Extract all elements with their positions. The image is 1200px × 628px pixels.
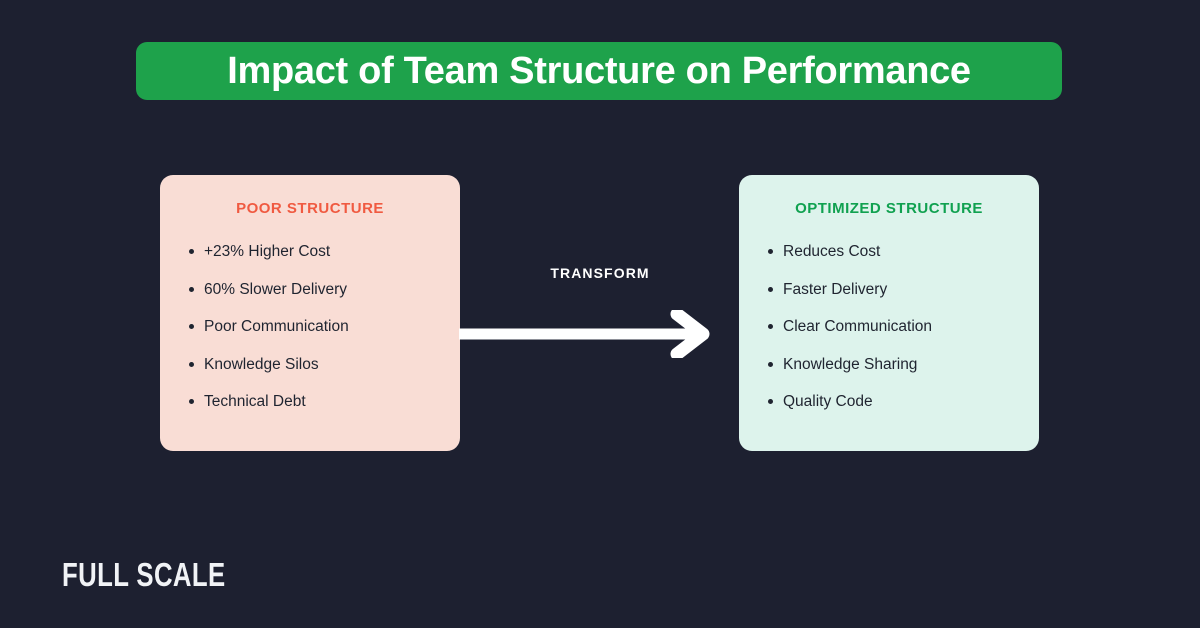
list-item-label: Quality Code (783, 393, 873, 410)
poor-structure-list: +23% Higher Cost 60% Slower Delivery Poo… (160, 244, 460, 410)
list-item-label: Clear Communication (783, 318, 933, 335)
bullet-icon (189, 399, 194, 404)
bullet-icon (768, 286, 773, 292)
list-item-label: 60% Slower Delivery (204, 280, 347, 298)
list-item-label: Faster Delivery (783, 280, 888, 298)
list-item: 60% Slower Delivery (189, 280, 460, 298)
bullet-icon (189, 286, 194, 292)
list-item: Reduces Cost (768, 244, 1039, 260)
optimized-structure-card: OPTIMIZED STRUCTURE Reduces Cost Faster … (739, 175, 1039, 451)
list-item-label: Knowledge Silos (204, 355, 319, 373)
optimized-structure-list: Reduces Cost Faster Delivery Clear Commu… (739, 244, 1039, 410)
list-item: +23% Higher Cost (189, 244, 460, 260)
list-item: Faster Delivery (768, 280, 1039, 298)
bullet-icon (189, 361, 194, 367)
bullet-icon (768, 324, 773, 329)
list-item-label: Reduces Cost (783, 243, 881, 260)
list-item: Poor Communication (189, 319, 460, 335)
arrow-right-icon (459, 310, 710, 358)
list-item-label: Technical Debt (204, 393, 306, 410)
list-item: Quality Code (768, 394, 1039, 410)
bullet-icon (189, 324, 194, 329)
list-item: Technical Debt (189, 394, 460, 410)
list-item-label: Knowledge Sharing (783, 355, 918, 373)
bullet-icon (189, 249, 194, 254)
page-title: Impact of Team Structure on Performance (227, 50, 971, 92)
poor-structure-heading: POOR STRUCTURE (236, 200, 384, 217)
title-banner: Impact of Team Structure on Performance (136, 42, 1062, 100)
list-item: Knowledge Silos (189, 355, 460, 373)
bullet-icon (768, 249, 773, 254)
bullet-icon (768, 399, 773, 404)
optimized-structure-heading: OPTIMIZED STRUCTURE (795, 200, 983, 217)
list-item-label: +23% Higher Cost (204, 243, 331, 260)
list-item-label: Poor Communication (204, 318, 349, 335)
poor-structure-card: POOR STRUCTURE +23% Higher Cost 60% Slow… (160, 175, 460, 451)
bullet-icon (768, 361, 773, 367)
list-item: Knowledge Sharing (768, 355, 1039, 373)
list-item: Clear Communication (768, 319, 1039, 335)
transform-label: TRANSFORM (550, 265, 650, 281)
brand-logo: FULL SCALE (62, 556, 272, 592)
brand-logo-text: FULL SCALE (62, 555, 226, 593)
